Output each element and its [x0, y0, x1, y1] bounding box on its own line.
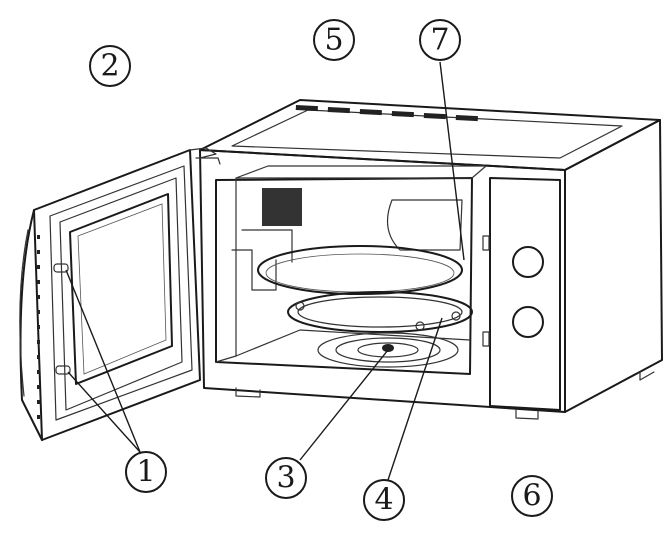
leader-lines: [65, 61, 465, 481]
svg-text:7: 7: [430, 23, 449, 58]
glass-tray: [257, 245, 463, 295]
power-knob: [512, 306, 544, 338]
callout-5: 5: [313, 19, 355, 61]
svg-text:1: 1: [136, 455, 155, 490]
svg-text:4: 4: [374, 483, 393, 518]
callout-4: 4: [363, 479, 405, 521]
svg-text:2: 2: [100, 49, 119, 84]
waveguide-cover: [262, 188, 302, 226]
door-window: [69, 193, 173, 385]
top-vents: [295, 104, 478, 122]
callout-2: 2: [89, 45, 131, 87]
roller-ring: [287, 291, 473, 333]
callout-3: 3: [265, 457, 307, 499]
microwave-cabinet: [199, 99, 663, 420]
svg-text:3: 3: [276, 461, 295, 496]
door-vents: [37, 235, 40, 419]
turntable-shaft: [317, 332, 459, 368]
control-panel: [482, 177, 561, 411]
door-latches: [53, 263, 71, 375]
svg-text:5: 5: [324, 23, 343, 58]
door: [19, 147, 221, 441]
callout-7: 7: [419, 19, 461, 61]
callout-1: 1: [125, 451, 167, 493]
callout-6: 6: [511, 475, 553, 517]
timer-knob: [512, 246, 544, 278]
oven-cavity: [215, 165, 487, 375]
svg-text:6: 6: [522, 479, 541, 514]
